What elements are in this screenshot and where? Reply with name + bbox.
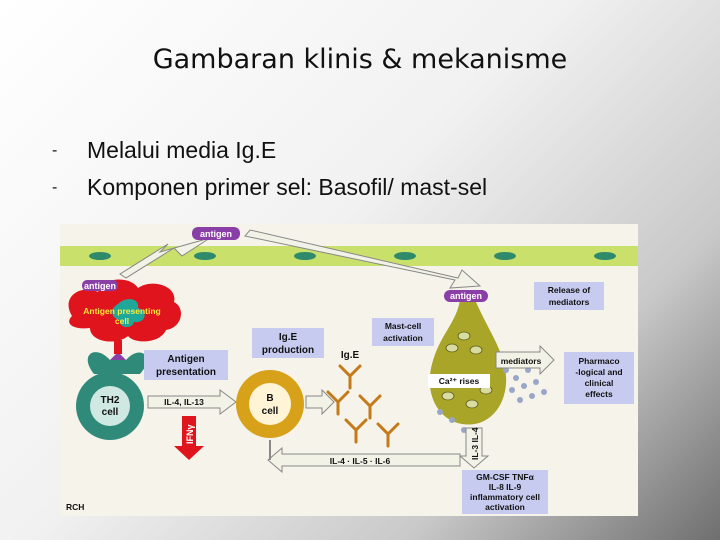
release-mediators-box (534, 282, 604, 310)
bullet-marker: - (52, 178, 58, 196)
pharma-effects-box (564, 352, 634, 404)
pharma-line3: clinical (585, 378, 614, 388)
antigen-presentation-line2: presentation (156, 367, 216, 378)
apc-label-line2: cell (115, 316, 129, 326)
pharma-line2: -logical and (575, 367, 622, 377)
antigen-presentation-line1: Antigen (167, 354, 204, 365)
il3-il4-label: IL-3 IL-4 (470, 427, 480, 460)
apc-label-line1: Antigen presenting (83, 306, 160, 316)
ca-rises-label: Ca²⁺ rises (439, 376, 480, 386)
ca-rises-box (428, 374, 490, 388)
bullet-text: Komponen primer sel: Basofil/ mast-sel (87, 174, 488, 200)
ige-production-box (252, 328, 324, 358)
credit-label: RCH (66, 502, 84, 512)
mast-activation-line1: Mast-cell (385, 321, 421, 331)
bullet-item: - Melalui media Ig.E (52, 132, 487, 169)
gm-line4: activation (485, 502, 525, 512)
il4-il13-label: IL-4, IL-13 (164, 397, 204, 407)
ifn-arrow (182, 416, 196, 446)
membrane-pores (89, 252, 616, 260)
mediators-label: mediators (501, 356, 542, 366)
ige-production-line1: Ig.E (279, 332, 298, 343)
mediators-arrow (495, 344, 555, 376)
antigen-left-label: antigen (84, 281, 116, 291)
slide-title: Gambaran klinis & mekanisme (152, 44, 568, 75)
il-feedback-label: IL-4 · IL-5 · IL-6 (330, 456, 391, 466)
bullet-item: - Komponen primer sel: Basofil/ mast-sel (52, 169, 487, 206)
th2-label-line2: cell (102, 407, 119, 418)
ifn-label: IFNγ (185, 424, 195, 444)
mast-activation-line2: activation (383, 333, 423, 343)
bullet-list: - Melalui media Ig.E - Komponen primer s… (52, 132, 487, 206)
gm-line1: GM-CSF TNFα (476, 472, 534, 482)
antigen-to-mast-arrow (244, 229, 482, 289)
th2-label-line1: TH2 (101, 395, 120, 406)
mast-activation-box (372, 318, 434, 346)
b-cell-line1: B (266, 393, 273, 404)
antigen-entry-arrow (119, 237, 211, 279)
release-line1: Release of (548, 285, 591, 295)
gm-csf-box (462, 470, 548, 514)
apc-nucleus (112, 299, 145, 328)
ige-label: Ig.E (341, 350, 360, 361)
ige-antibodies (326, 364, 400, 448)
bullet-text: Melalui media Ig.E (87, 137, 277, 163)
antigen-pill-left (82, 280, 118, 291)
released-granules (437, 367, 547, 433)
mechanism-figure: antigen antigen Antigen presenting cell … (60, 224, 638, 516)
antigen-pill-top (192, 227, 240, 240)
antigen-top-label: antigen (200, 229, 232, 239)
il3-il4-arrow (458, 427, 490, 469)
bullet-marker: - (52, 141, 58, 159)
release-line2: mediators (549, 297, 590, 307)
b-to-ige-arrow (305, 388, 335, 416)
il-feedback-arrow (267, 446, 461, 474)
th2-receptor (87, 352, 147, 374)
pharma-line1: Pharmaco (578, 356, 619, 366)
pharma-line4: effects (585, 389, 613, 399)
gm-line2: IL-8 IL-9 (489, 482, 522, 492)
antigen-mast-label: antigen (450, 291, 482, 301)
gm-line3: inflammatory cell (470, 492, 540, 502)
il4-arrow (147, 389, 237, 415)
ige-production-line2: production (262, 345, 314, 356)
antigen-pill-mast (444, 290, 488, 302)
b-cell-line2: cell (262, 406, 279, 417)
antigen-presentation-box (144, 350, 228, 380)
